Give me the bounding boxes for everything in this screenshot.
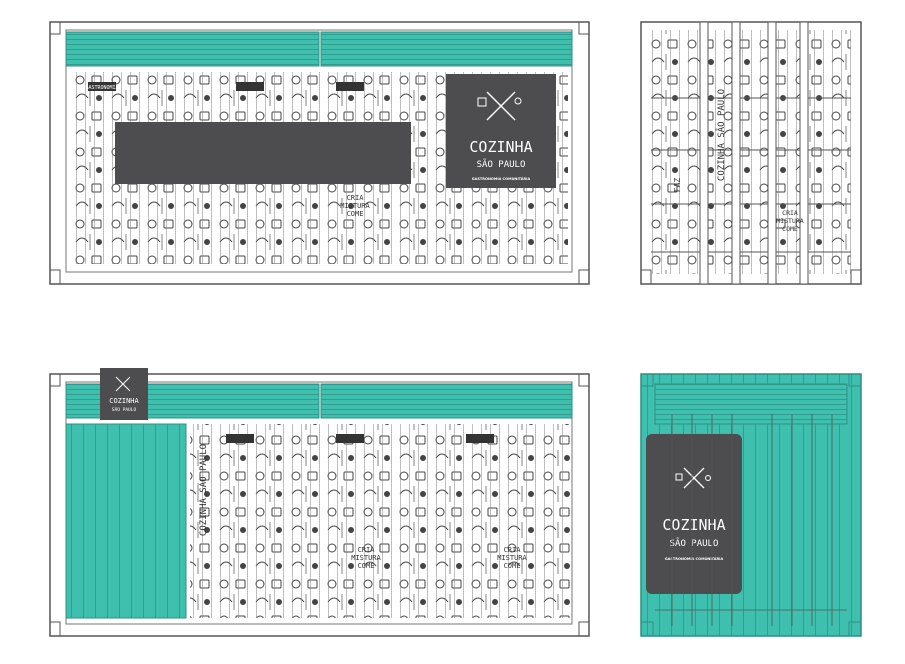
utensils-icon <box>675 467 711 489</box>
svg-text:CRIA: CRIA <box>782 209 798 217</box>
logo-subtitle: SÃO PAULO <box>477 159 526 170</box>
long-side-b-view: COZINHA SÃO PAULO CRIA MISTURA COME CRIA… <box>49 368 590 637</box>
svg-text:COME: COME <box>782 225 798 233</box>
svg-text:CRIA: CRIA <box>504 546 522 554</box>
side-text: FAZ <box>673 178 682 193</box>
svg-text:COZINHA SÃO PAULO: COZINHA SÃO PAULO <box>198 444 209 536</box>
short-end-doors-view: COZINHA SÃO PAULO GASTRONOMIA COMUNITÁRI… <box>640 373 862 637</box>
long-side-a-view: GASTRONOMIA CRIA MISTURA COME COZINHA SÃ… <box>49 21 590 285</box>
lock-bar <box>731 21 741 285</box>
pattern-tag-label: GASTRONOMIA <box>85 85 118 91</box>
pattern-tag <box>88 82 116 91</box>
svg-text:COZINHA: COZINHA <box>109 397 139 405</box>
lock-bar <box>767 21 777 285</box>
teal-door-panel <box>65 423 187 619</box>
logo-tagline: GASTRONOMIA COMUNITÁRIA <box>665 556 724 561</box>
svg-text:MISTURA: MISTURA <box>351 554 381 562</box>
svg-text:MISTURA: MISTURA <box>776 217 803 225</box>
teal-top-panel-right <box>320 383 573 419</box>
logo-subtitle: SÃO PAULO <box>670 538 719 549</box>
logo-tagline: GASTRONOMIA COMUNITÁRIA <box>472 176 531 181</box>
utensils-icon <box>115 376 131 392</box>
svg-text:COME: COME <box>358 562 375 570</box>
slogan-come: COME <box>347 210 364 218</box>
lock-bar <box>799 21 809 285</box>
teal-top-panel-left <box>65 31 320 67</box>
svg-text:CRIA: CRIA <box>358 546 376 554</box>
short-end-pattern-view: COZINHA SÃO PAULO CRIA MISTURA COME FAZ <box>640 21 862 285</box>
logo-panel <box>446 74 556 188</box>
logo-title: COZINHA <box>469 138 532 156</box>
small-logo-panel <box>100 368 148 420</box>
logo-title: COZINHA <box>662 516 725 534</box>
svg-text:SÃO PAULO: SÃO PAULO <box>112 406 137 413</box>
lock-bar <box>699 21 709 285</box>
utensils-icon <box>477 91 522 121</box>
slogan-cria: CRIA <box>347 194 365 202</box>
logo-panel <box>646 434 742 594</box>
teal-top-panel-right <box>320 31 573 67</box>
vertical-brand-text: COZINHA SÃO PAULO <box>716 89 727 181</box>
svg-text:MISTURA: MISTURA <box>497 554 527 562</box>
svg-text:COME: COME <box>504 562 521 570</box>
slogan-mistura: MISTURA <box>340 202 370 210</box>
dark-window-panel <box>115 122 411 184</box>
